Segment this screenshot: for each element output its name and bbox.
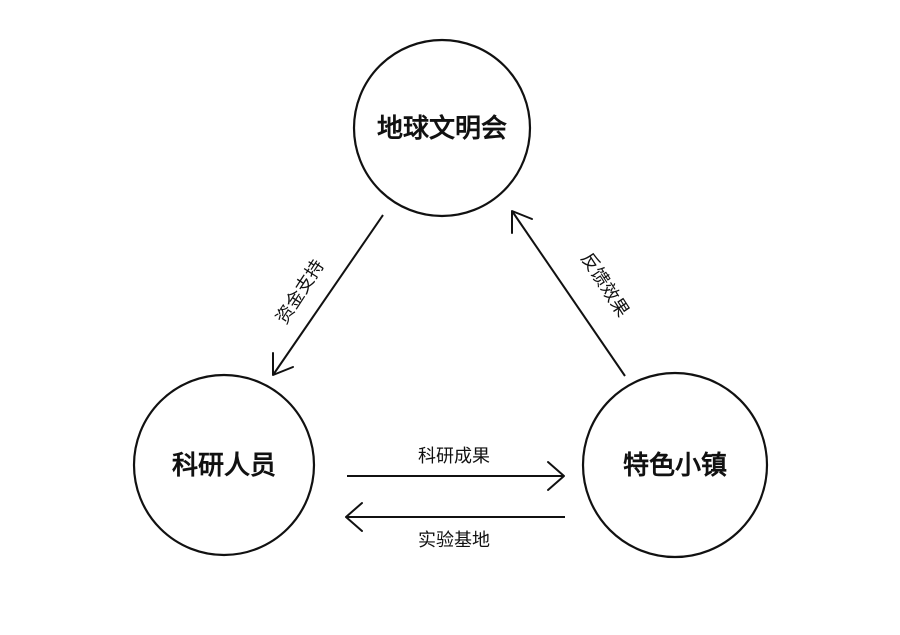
node-researchers: 科研人员 — [132, 373, 316, 557]
edge-earth-to-research-label: 资金支持 — [272, 256, 329, 328]
edge-town-to-earth-label: 反馈效果 — [576, 249, 633, 321]
edge-town-to-earth: 反馈效果 — [511, 210, 633, 377]
node-research-label: 科研人员 — [172, 451, 276, 481]
node-earth-label: 地球文明会 — [377, 113, 507, 144]
edge-town-to-research-arrowhead — [345, 502, 363, 532]
edge-earth-to-research-line — [272, 214, 384, 376]
edge-town-to-earth-arrowhead — [511, 210, 533, 234]
edge-earth-to-research: 资金支持 — [272, 214, 384, 376]
edge-research-to-town: 科研成果 — [347, 446, 565, 491]
node-research-circle — [132, 373, 316, 557]
node-earth-circle — [352, 38, 532, 218]
edge-research-to-town-label: 科研成果 — [418, 446, 490, 467]
edge-research-to-town-arrowhead — [547, 461, 565, 491]
node-earth-civilization: 地球文明会 — [352, 38, 532, 218]
node-town-circle — [581, 371, 769, 559]
node-town-label: 特色小镇 — [623, 450, 727, 481]
edge-town-to-earth-line — [511, 210, 626, 377]
edge-earth-to-research-arrowhead — [272, 352, 294, 376]
edge-town-to-research-label: 实验基地 — [418, 530, 490, 551]
node-characteristic-town: 特色小镇 — [581, 371, 769, 559]
edge-town-to-research: 实验基地 — [345, 502, 565, 551]
